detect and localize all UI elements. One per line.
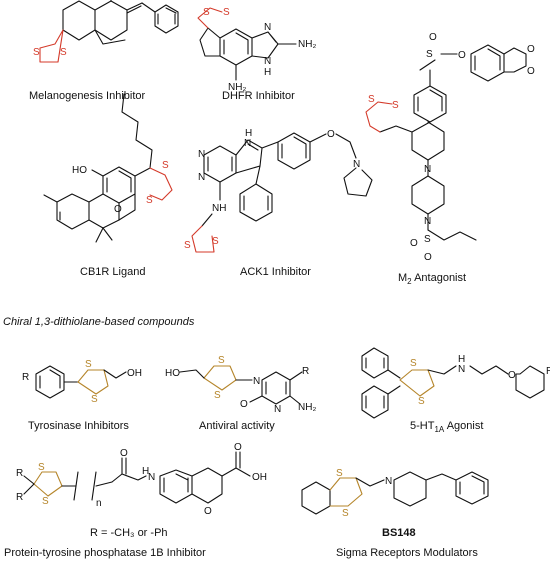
atom-label-n: N [148,472,155,483]
atom-label-o: O [120,448,128,459]
atom-label-s: S [214,390,221,401]
label-tyrosinase: Tyrosinase Inhibitors [28,420,129,432]
atom-label-s: S [424,234,431,245]
ptp1b-structure [23,451,251,504]
atom-label-n: N [198,149,205,160]
atom-label-n: N [424,164,431,175]
atom-label-r: R [16,492,23,503]
atom-label-nh2: NH₂ [228,82,246,93]
label-sigma: Sigma Receptors Modulators [336,547,478,559]
atom-label-o: O [458,50,466,61]
atom-label-o: O [410,238,418,249]
atom-label-o: O [508,370,516,381]
label-bs148: BS148 [382,527,416,539]
atom-label-s: S [418,396,425,407]
label-5ht1a-sub: 1A [434,425,445,435]
atom-label-h: H [458,354,465,365]
atom-label-o: O [234,442,242,453]
atom-label-nh2: NH₂ [298,402,316,413]
ht1a-structure [361,347,545,419]
atom-label-s: S [223,7,230,18]
label-melanogenesis: Melanogenesis Inhibitor [29,90,146,102]
atom-label-s: S [42,496,49,507]
atom-label-s: S [203,7,210,18]
atom-label-nh2: NH₂ [298,39,316,50]
atom-label-s: S [368,94,375,105]
atom-label-r: R [22,372,29,383]
label-r-definition: R = -CH₃ or -Ph [90,527,168,539]
dhfr-structure [197,7,297,81]
atom-label-s: S [60,47,67,58]
label-antiviral: Antiviral activity [199,420,275,432]
label-m2-post: Antagonist [411,272,467,284]
atom-label-s: S [392,100,399,111]
atom-label-o: O [114,204,122,215]
atom-label-n: N [253,376,260,387]
atom-label-n: N [274,404,281,415]
atom-label-s: S [212,236,219,247]
label-5ht1a-post: Agonist [444,420,484,432]
atom-label-ho: HO [165,368,180,379]
atom-label-o: O [527,66,535,77]
atom-label-n: N [198,172,205,183]
atom-label-nh: NH [212,203,226,214]
atom-label-ho: HO [72,165,87,176]
atom-label-s: S [336,468,343,479]
bs148-structure [301,471,489,515]
atom-label-r: R [16,468,23,479]
atom-label-n-sub: n [96,498,102,509]
atom-label-s: S [184,240,191,251]
label-5ht1a-pre: 5-HT [410,420,435,432]
atom-label-h: H [264,67,271,78]
atom-label-s: S [146,195,153,206]
label-5ht1a: 5-HT1A Agonist [410,420,483,436]
atom-label-n: N [424,216,431,227]
atom-label-n: N [264,56,271,67]
atom-label-n: N [353,159,360,170]
ack1-structure [191,132,373,253]
atom-label-o: O [429,32,437,43]
label-dhfr: DHFR Inhibitor [222,90,295,102]
atom-label-r: R [302,366,309,377]
antiviral-structure [179,365,303,405]
label-m2-pre: M [398,272,408,284]
atom-label-n: N [244,138,251,149]
atom-label-o: O [240,399,248,410]
atom-label-oh: OH [127,368,142,379]
atom-label-s: S [38,462,45,473]
atom-label-s: S [410,358,417,369]
label-cb1r: CB1R Ligand [80,266,146,278]
atom-label-n: N [385,476,392,487]
section-title: Chiral 1,3-dithiolane-based compounds [3,316,195,328]
atom-label-s: S [85,359,92,370]
atom-label-r: R [546,366,550,377]
atom-label-s: S [91,394,98,405]
atom-label-s: S [162,160,169,171]
cb1r-structure [43,93,173,243]
atom-label-s: S [342,508,349,519]
label-m2: M2 Antagonist [398,272,466,288]
atom-label-h: H [245,128,252,139]
label-ack1: ACK1 Inhibitor [240,266,311,278]
atom-label-o: O [327,129,335,140]
melanogenesis-structure [39,0,179,63]
atom-label-n: N [264,22,271,33]
atom-label-o: O [424,252,432,263]
atom-label-oh: OH [252,472,267,483]
atom-label-o: O [527,44,535,55]
atom-label-s: S [33,47,40,58]
tyrosinase-structure [35,365,127,399]
atom-label-s: S [426,49,433,60]
label-m2-sub: 2 [407,277,412,287]
atom-label-s: S [218,355,225,366]
m2-structure [365,44,527,241]
atom-label-n: N [458,364,465,375]
atom-label-h: H [142,466,149,477]
atom-label-o: O [204,506,212,517]
label-ptp1b: Protein-tyrosine phosphatase 1B Inhibito… [4,547,206,559]
